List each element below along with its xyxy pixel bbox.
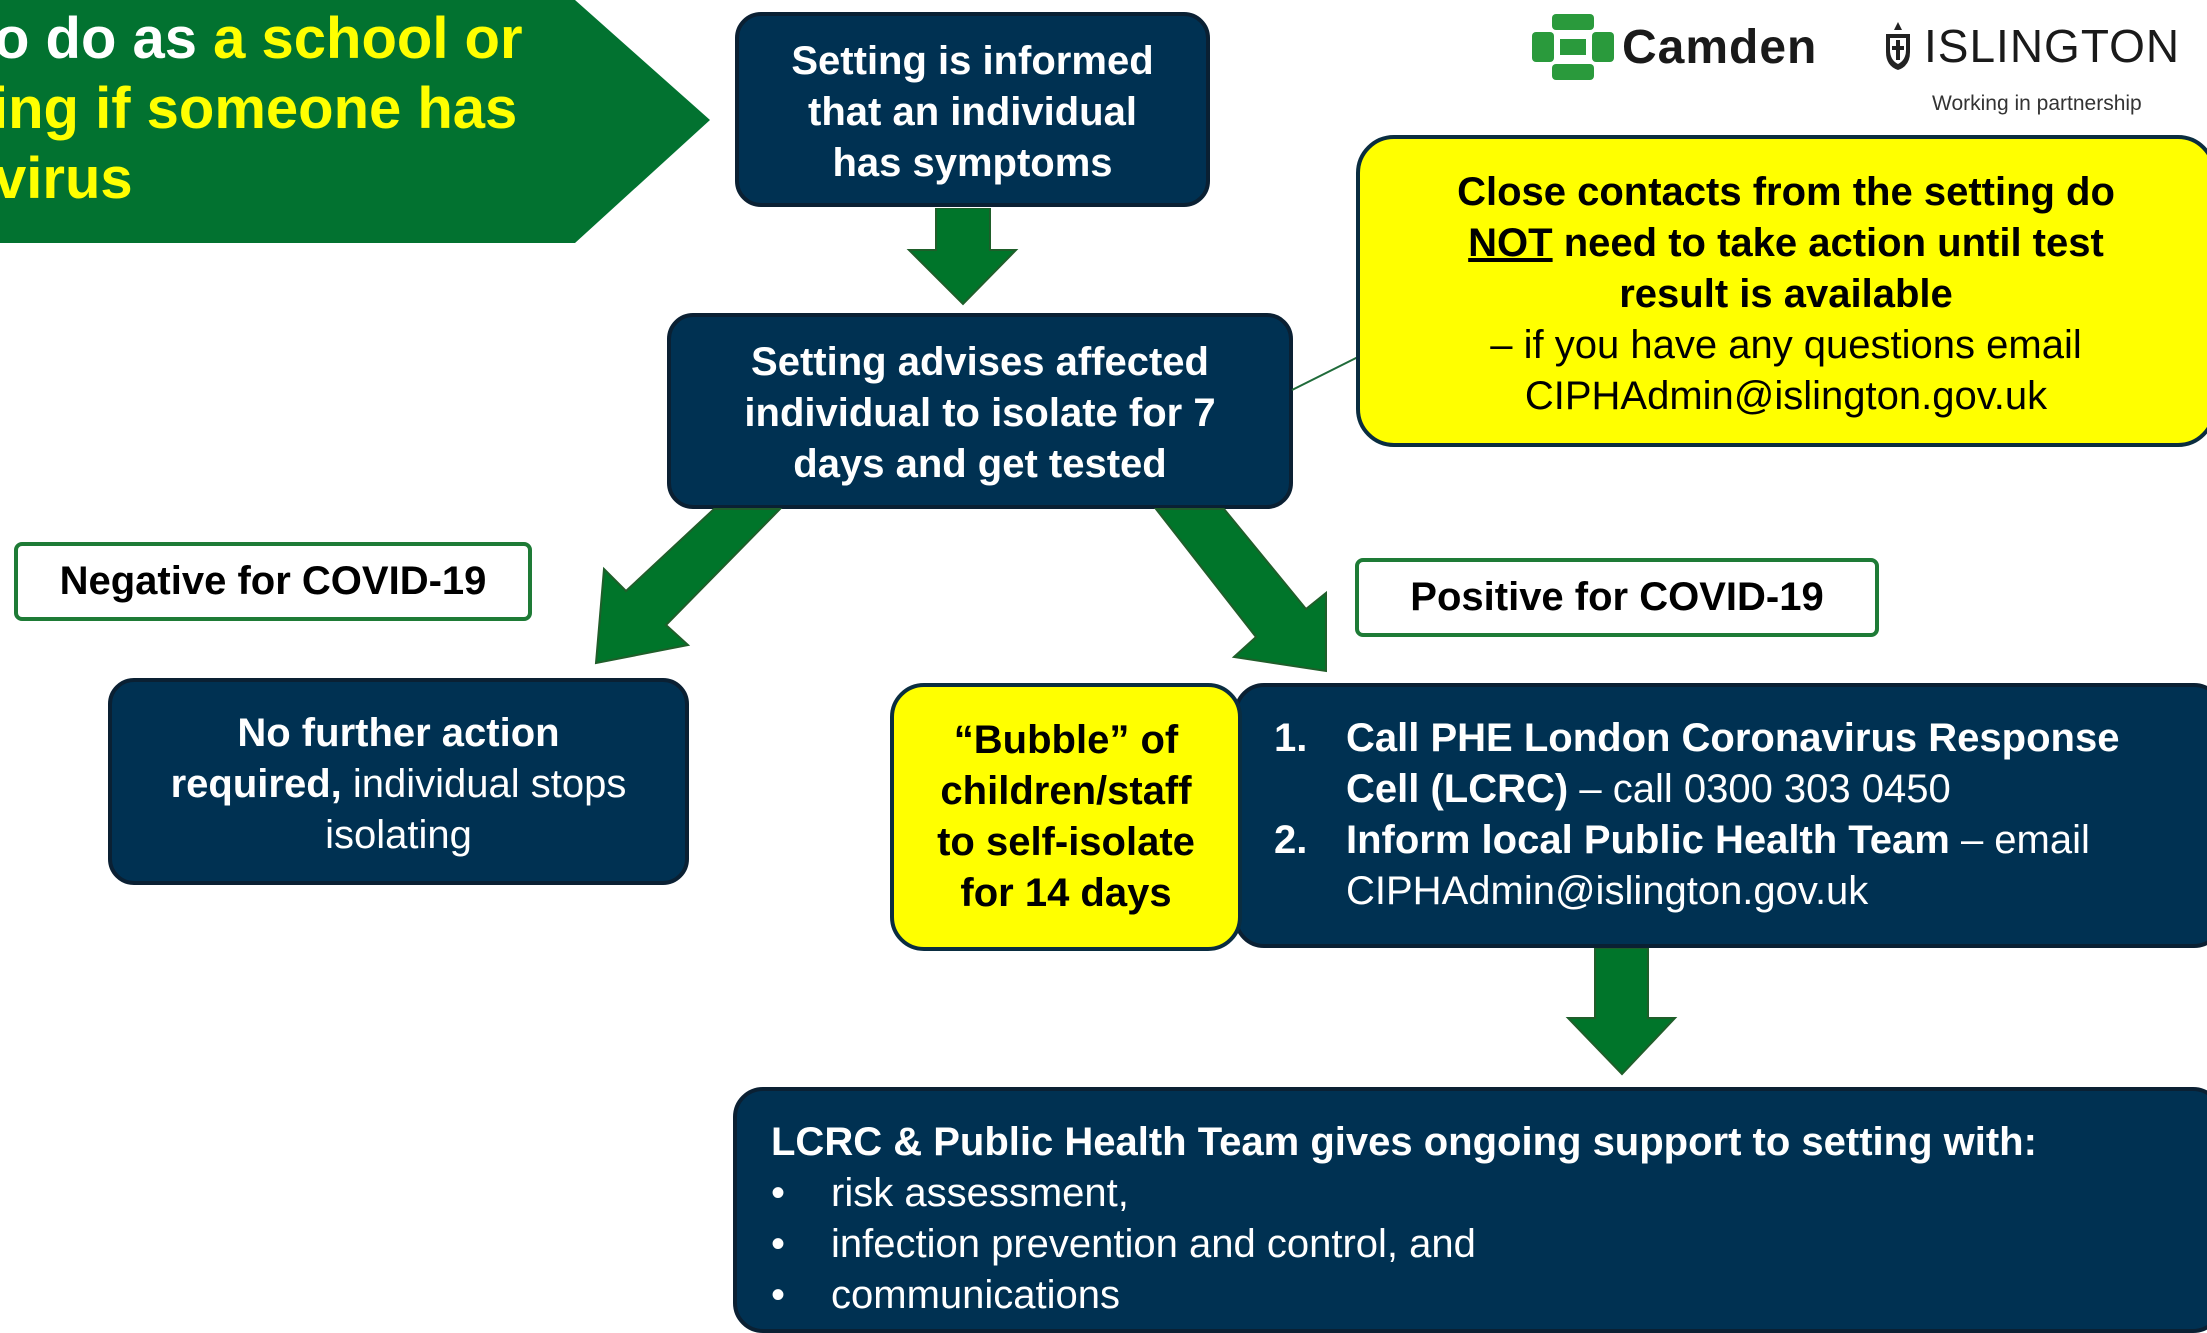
bullet-dot: • — [771, 1171, 786, 1215]
callout-email: CIPHAdmin@islington.gov.uk — [1524, 374, 2048, 418]
arrow-positive — [1153, 508, 1327, 673]
arrow-down-1 — [906, 208, 1019, 306]
camden-icon — [1532, 14, 1614, 80]
step-2-inform: Inform local Public Health Team — [1346, 818, 1950, 862]
step-number: 2. — [1274, 818, 1308, 862]
callout-line2-rest: need to take action until test — [1552, 221, 2104, 265]
islington-wordmark: ISLINGTON — [1924, 20, 2181, 72]
step-1: 1. Call PHE London Coronavirus Response … — [1274, 713, 2207, 815]
callout-line: NOT need to take action until test — [1360, 218, 2207, 269]
box-advise-line: days and get tested — [793, 442, 1167, 486]
arrow-negative — [594, 508, 783, 665]
support-bullet: • communications — [771, 1270, 2207, 1321]
step-1-phone: – call 0300 303 0450 — [1568, 767, 1951, 811]
bubble-line: children/staff — [940, 769, 1192, 813]
bullet-text: risk assessment, — [831, 1171, 1129, 1215]
bullet-dot: • — [771, 1222, 786, 1266]
banner-shape — [0, 0, 710, 243]
box-ongoing-support: LCRC & Public Health Team gives ongoing … — [733, 1087, 2207, 1333]
support-heading: LCRC & Public Health Team gives ongoing … — [771, 1120, 2037, 1164]
no-action-rest: individual stops — [341, 762, 627, 806]
callout-line: – if you have any questions email — [1490, 323, 2082, 367]
bubble-line: to self-isolate — [937, 820, 1195, 864]
box-setting-advises: Setting advises affected individual to i… — [667, 313, 1293, 509]
box-call-steps: 1. Call PHE London Coronavirus Response … — [1234, 683, 2207, 948]
banner-text-yellow-3: virus — [0, 146, 133, 211]
bullet-dot: • — [771, 1273, 786, 1317]
box-informed-line: that an individual — [808, 90, 1137, 134]
bubble-box: “Bubble” of children/staff to self-isola… — [890, 683, 1242, 951]
step-1-line2: Cell (LCRC) – call 0300 303 0450 — [1346, 764, 2119, 815]
callout-line: Close contacts from the setting do — [1457, 170, 2115, 214]
bubble-line: for 14 days — [960, 871, 1172, 915]
no-action-line1: No further action — [237, 711, 560, 755]
box-advise-line: individual to isolate for 7 — [744, 391, 1216, 435]
step-2-email-label: – email — [1949, 818, 2090, 862]
box-informed-line: Setting is informed — [791, 39, 1154, 83]
box-no-further-action: No further action required, individual s… — [108, 678, 689, 885]
box-advise-line: Setting advises affected — [751, 340, 1209, 384]
islington-logo: ISLINGTON — [1880, 14, 2180, 78]
step-1-lcrc: Cell (LCRC) — [1346, 767, 1569, 811]
support-bullet: • infection prevention and control, and — [771, 1219, 2207, 1270]
callout-close-contacts: Close contacts from the setting do NOT n… — [1356, 135, 2207, 447]
no-action-required: required, — [170, 762, 342, 806]
bullet-text: communications — [831, 1273, 1121, 1317]
box-informed-line: has symptoms — [832, 141, 1113, 185]
no-action-line2: required, individual stops — [112, 759, 685, 810]
partnership-text: Working in partnership — [1932, 92, 2142, 115]
step-number: 1. — [1274, 716, 1308, 760]
box-setting-informed: Setting is informed that an individual h… — [735, 12, 1210, 207]
callout-not: NOT — [1468, 221, 1553, 265]
negative-label: Negative for COVID-19 — [14, 542, 532, 621]
step-2-line1: Inform local Public Health Team – email — [1346, 815, 2090, 866]
callout-line: result is available — [1619, 272, 1953, 316]
callout-connector — [1291, 355, 1361, 391]
step-2-email: CIPHAdmin@islington.gov.uk — [1346, 869, 1869, 913]
arrow-down-2 — [1565, 948, 1678, 1076]
banner-text-white: o do as — [0, 6, 214, 71]
support-bullet: • risk assessment, — [771, 1168, 2207, 1219]
no-action-line3: isolating — [325, 813, 472, 857]
banner-text-yellow-1: a school or — [213, 6, 523, 71]
step-1-line1: Call PHE London Coronavirus Response — [1346, 716, 2120, 760]
crest-icon — [1886, 22, 1910, 70]
bullet-text: infection prevention and control, and — [831, 1222, 1476, 1266]
positive-label: Positive for COVID-19 — [1355, 558, 1879, 637]
banner-text-yellow-2: ing if someone has — [0, 76, 518, 141]
step-2: 2. Inform local Public Health Team – ema… — [1274, 815, 2207, 917]
camden-wordmark: Camden — [1622, 20, 1818, 74]
camden-logo: Camden — [1530, 12, 1817, 82]
bubble-line: “Bubble” of — [953, 718, 1179, 762]
banner-text: o do as a school or ing if someone has v… — [0, 0, 600, 243]
